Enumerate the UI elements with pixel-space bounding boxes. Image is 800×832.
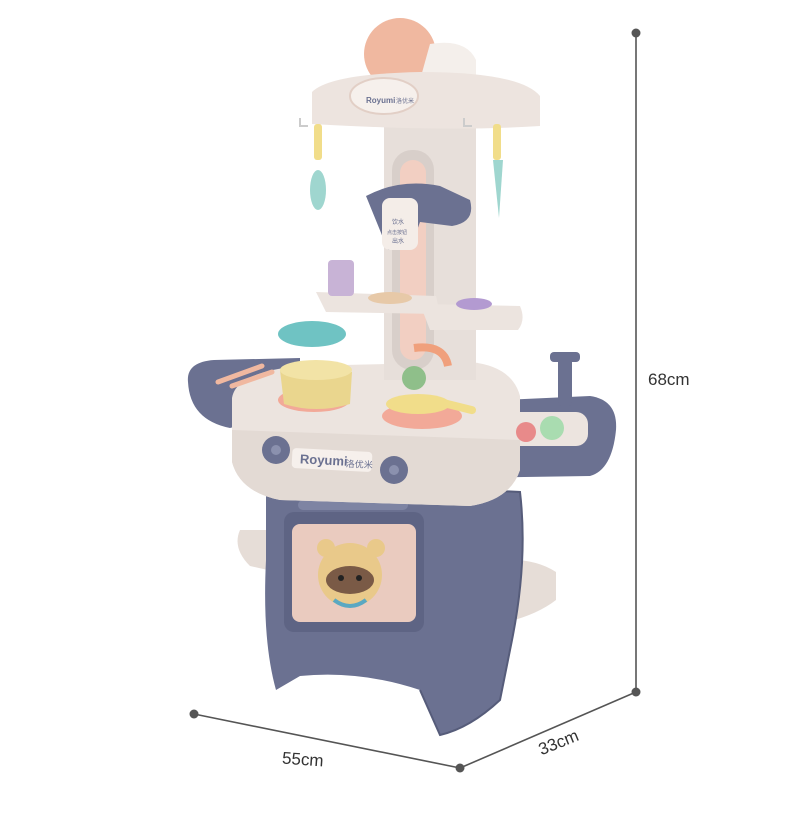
top-hood: Royumi 洛优米 (299, 18, 540, 129)
toy-fork (215, 363, 265, 385)
front-brand-text: Royumi (300, 451, 348, 468)
water-dispenser: 饮水 点击按钮 出水 (366, 183, 472, 250)
dimension-endpoints (189, 28, 641, 773)
dispenser-text-2: 点击按钮 (387, 229, 407, 236)
width-line (193, 713, 461, 769)
clock-brand-text: Royumi (366, 96, 395, 105)
clock (349, 77, 419, 115)
pot (280, 370, 352, 409)
front-brand-text-cn: 洛优米 (346, 458, 374, 470)
faucet (558, 356, 572, 406)
cabinet (237, 479, 556, 737)
eggplant (456, 298, 492, 310)
dispenser-text-1: 饮水 (392, 218, 404, 226)
cup (328, 260, 354, 296)
height-label: 68cm (648, 370, 690, 389)
accessories (215, 321, 580, 442)
dimension-lines (193, 33, 637, 769)
plate-top (364, 18, 436, 90)
shrimp (413, 343, 452, 368)
middle-shelf (316, 260, 523, 330)
depth-line (459, 691, 637, 769)
pot-lid (278, 321, 346, 347)
raccoon-character (317, 539, 385, 608)
broccoli (402, 366, 426, 390)
toy-spoon (229, 369, 275, 389)
plate-food (368, 292, 412, 304)
width-label: 55cm (281, 748, 325, 771)
frying-pan (386, 394, 450, 414)
clock-brand-text-cn: 洛优米 (396, 97, 414, 105)
dispenser-text-3: 出水 (392, 237, 404, 245)
front-brand-label: Royumi 洛优米 (291, 448, 374, 472)
tomato (516, 422, 536, 442)
hanging-utensils (310, 124, 503, 218)
cabbage (540, 416, 564, 440)
